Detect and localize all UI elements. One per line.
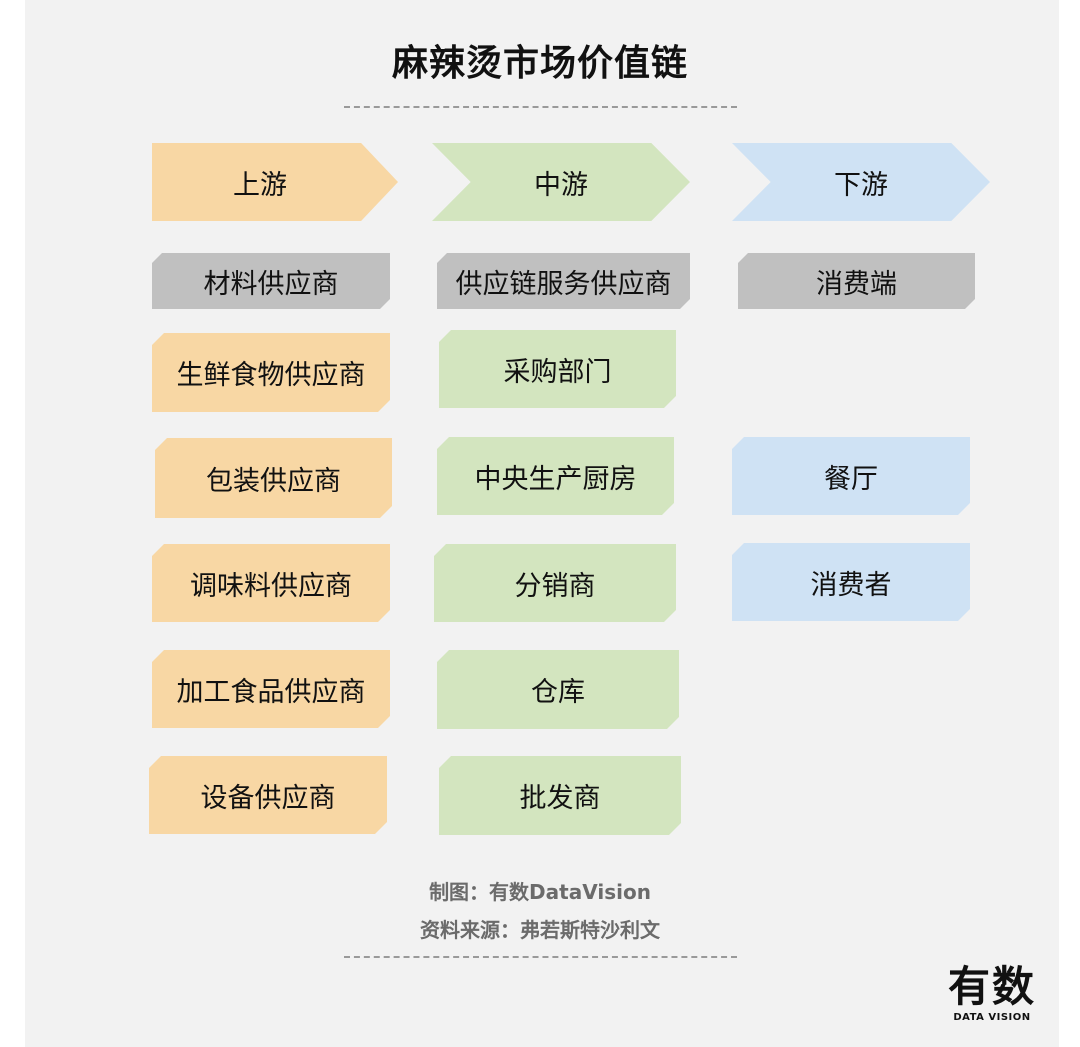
midstream-header: 供应链服务供应商	[437, 253, 690, 309]
midstream-item-label: 分销商	[514, 570, 596, 602]
downstream-item: 消费者	[732, 543, 970, 621]
midstream-item-label: 批发商	[519, 783, 601, 814]
upstream-header: 材料供应商	[152, 253, 390, 309]
upstream-item: 调味料供应商	[152, 544, 390, 622]
midstream-item: 中央生产厨房	[437, 437, 674, 515]
midstream-item: 分销商	[434, 544, 676, 622]
downstream-arrow: 下游	[732, 143, 990, 221]
midstream-item-label: 中央生产厨房	[474, 463, 637, 495]
downstream-header: 消费端	[738, 253, 975, 309]
upstream-item: 设备供应商	[149, 756, 387, 834]
upstream-item-label: 生鲜食物供应商	[176, 360, 366, 391]
upstream-item: 包装供应商	[155, 438, 392, 518]
midstream-header-label: 供应链服务供应商	[455, 268, 672, 300]
upstream-arrow-label: 上游	[233, 169, 287, 201]
upstream-item: 加工食品供应商	[152, 650, 390, 728]
upstream-item-label: 调味料供应商	[190, 570, 352, 602]
upstream-item: 生鲜食物供应商	[152, 333, 390, 412]
midstream-item-label: 采购部门	[503, 356, 612, 388]
top-divider	[344, 106, 737, 108]
bottom-divider	[344, 956, 737, 958]
upstream-arrow: 上游	[152, 143, 398, 221]
downstream-item-label: 餐厅	[824, 463, 878, 495]
midstream-item: 仓库	[437, 650, 679, 729]
midstream-item: 批发商	[439, 756, 681, 835]
data-source: 资料来源：弗若斯特沙利文	[420, 918, 660, 942]
chart-credit: 制图：有数DataVision	[429, 880, 651, 904]
midstream-arrow: 中游	[432, 143, 690, 221]
downstream-arrow-label: 下游	[834, 169, 888, 201]
brand-logo: 有数 DATA VISION	[946, 963, 1038, 1029]
diagram-title: 麻辣烫市场价值链	[391, 43, 688, 84]
upstream-header-label: 材料供应商	[203, 268, 339, 300]
logo-wordmark: 有数	[947, 962, 1036, 1011]
downstream-item: 餐厅	[732, 437, 970, 515]
downstream-header-label: 消费端	[816, 268, 897, 300]
logo-subtitle: DATA VISION	[953, 1012, 1031, 1023]
downstream-item-label: 消费者	[810, 569, 892, 601]
midstream-item: 采购部门	[439, 330, 676, 408]
upstream-item-label: 设备供应商	[200, 782, 336, 814]
midstream-arrow-label: 中游	[534, 169, 588, 201]
midstream-item-label: 仓库	[531, 677, 585, 708]
upstream-item-label: 包装供应商	[206, 465, 341, 497]
upstream-item-label: 加工食品供应商	[176, 676, 366, 708]
